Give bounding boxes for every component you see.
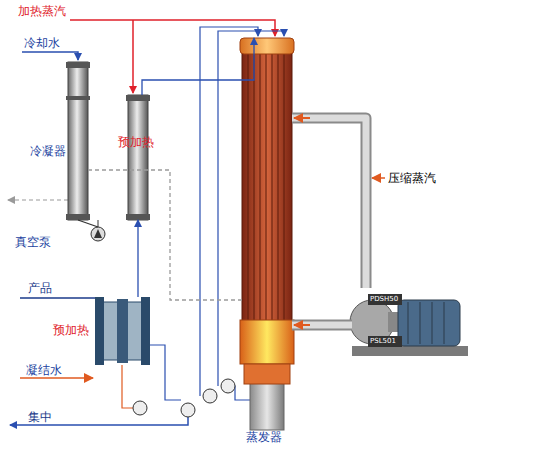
name-plate (368, 294, 402, 305)
vacuum-pump-node: 真空泵 (91, 227, 105, 241)
pump-mark (94, 229, 102, 238)
flow-connector (142, 38, 254, 95)
pipe-body (292, 322, 352, 329)
flow-label: 冷却水 (24, 36, 60, 50)
flow-arrow (294, 324, 310, 326)
edge-label: 压缩蒸汽 (388, 171, 436, 185)
evaporator-sump (250, 383, 284, 430)
pump-symbol (133, 401, 147, 415)
motor-rib (444, 302, 445, 344)
tube-flange (66, 214, 90, 220)
compressor-node: PDSH50PSL501 (352, 288, 470, 358)
flow-label: 集中 (28, 410, 52, 424)
evaporator-top-cap (240, 38, 294, 54)
node-label: 预加热 (53, 323, 89, 337)
evaporator-separator (240, 320, 294, 364)
evaporator-node: 蒸发器 (242, 38, 292, 430)
condenser-tube (68, 62, 88, 220)
tube-line (284, 54, 285, 320)
pipe-body (292, 118, 366, 288)
condenser-node: 冷凝器 (68, 62, 88, 220)
steam-pipe (292, 118, 366, 288)
node-label: PDSH50 (370, 295, 398, 304)
flow-arrow (294, 117, 310, 119)
pump-symbol (203, 389, 217, 403)
flow-connector (138, 220, 139, 297)
preheater-tube-node: 预加热 (128, 95, 148, 220)
tube-line (254, 54, 255, 320)
condensate-line (20, 377, 93, 379)
heating-steam-line (70, 20, 275, 36)
heating-steam-branch (132, 20, 134, 93)
node-label: 蒸发器 (246, 430, 282, 444)
tube-line (278, 54, 279, 320)
pointer-arrow (372, 177, 385, 179)
tube-flange (126, 214, 150, 220)
pump-symbol (181, 403, 195, 417)
node-label: PSL501 (370, 337, 396, 346)
pipe-outline (292, 320, 352, 331)
tube-line (248, 54, 249, 320)
name-plate (368, 336, 402, 347)
steam-pipe (292, 325, 352, 326)
plate-preheater-node: 预加热 (95, 297, 150, 365)
connector-line (88, 170, 242, 300)
compressor-motor (398, 300, 460, 346)
condensate-pump-line (122, 365, 133, 408)
exchanger-plate (117, 299, 128, 363)
connector-line (137, 220, 138, 297)
connector-line (142, 38, 254, 95)
flow-label: 加热蒸汽 (18, 4, 66, 18)
motor-rib (432, 302, 433, 344)
motor-rib (408, 302, 409, 344)
cooling-water-line (22, 52, 78, 60)
evaporator-bottom (244, 364, 290, 384)
vacuum-pump-symbol (91, 227, 105, 241)
tube-flange (66, 62, 90, 68)
pump-stem (98, 220, 99, 227)
pump-symbol (221, 379, 235, 393)
flow-connector (88, 170, 242, 300)
feed-pump-line (150, 345, 181, 400)
vent-line (8, 199, 68, 200)
tube-flange (66, 96, 90, 100)
evaporator-tubes (248, 54, 284, 320)
exchanger-plate (141, 297, 150, 365)
pipe-outline (292, 118, 366, 288)
evaporator-body (242, 52, 292, 322)
tube-line (266, 54, 267, 320)
exchanger-plate (95, 297, 104, 365)
tube-line (260, 54, 261, 320)
motor-rib (420, 302, 421, 344)
tube-flange (126, 95, 150, 101)
flow-connector (78, 220, 98, 227)
flow-label: 产品 (28, 281, 52, 295)
compressor-base (352, 346, 468, 356)
tube-line (272, 54, 273, 320)
node-label: 冷凝器 (30, 144, 66, 158)
preheater-tube (128, 95, 148, 220)
product-line (20, 297, 95, 299)
node-label: 真空泵 (15, 235, 51, 249)
node-label: 预加热 (118, 135, 154, 149)
connector-line (78, 220, 98, 227)
flow-label: 凝结水 (26, 363, 62, 377)
